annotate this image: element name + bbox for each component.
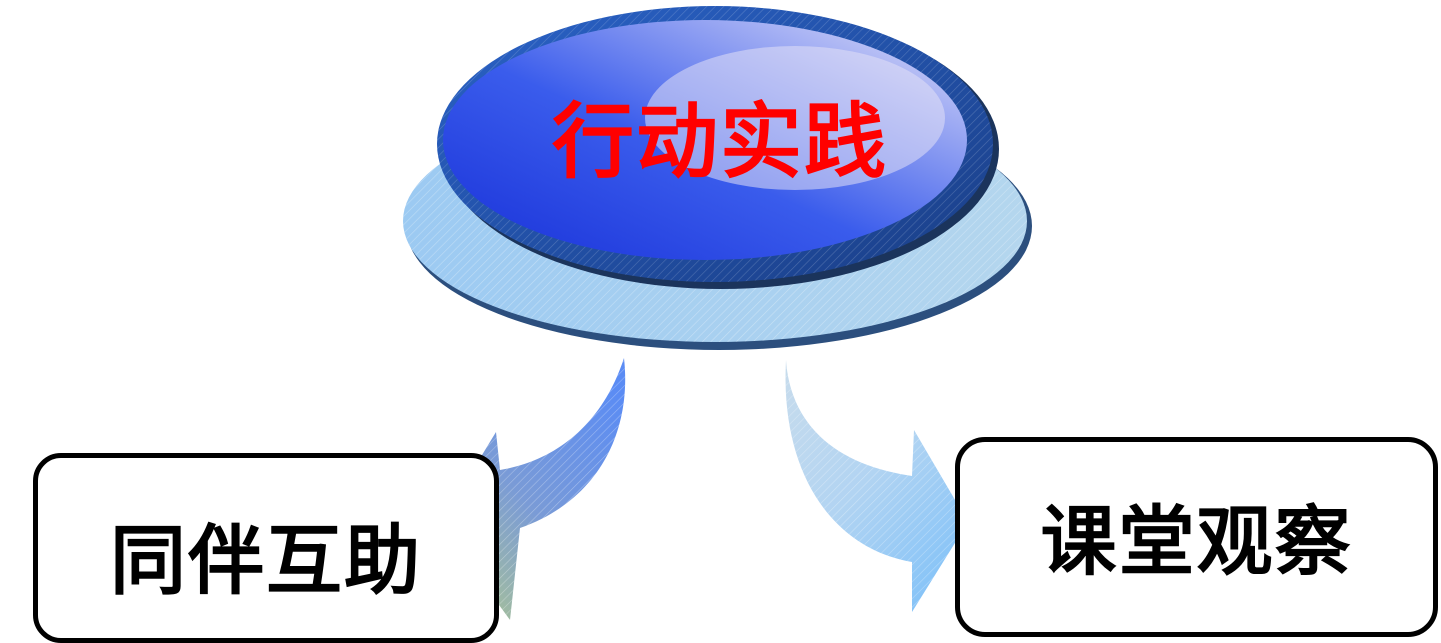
left-node-box: 同伴互助 bbox=[33, 453, 499, 643]
left-node-label: 同伴互助 bbox=[110, 516, 422, 605]
center-ellipse bbox=[403, 6, 1032, 350]
right-node-box: 课堂观察 bbox=[955, 437, 1438, 637]
ellipse-highlight bbox=[645, 46, 945, 190]
center-label: 行动实践 bbox=[552, 95, 888, 190]
right-arrow bbox=[785, 360, 968, 612]
right-node-label: 课堂观察 bbox=[1040, 497, 1353, 586]
